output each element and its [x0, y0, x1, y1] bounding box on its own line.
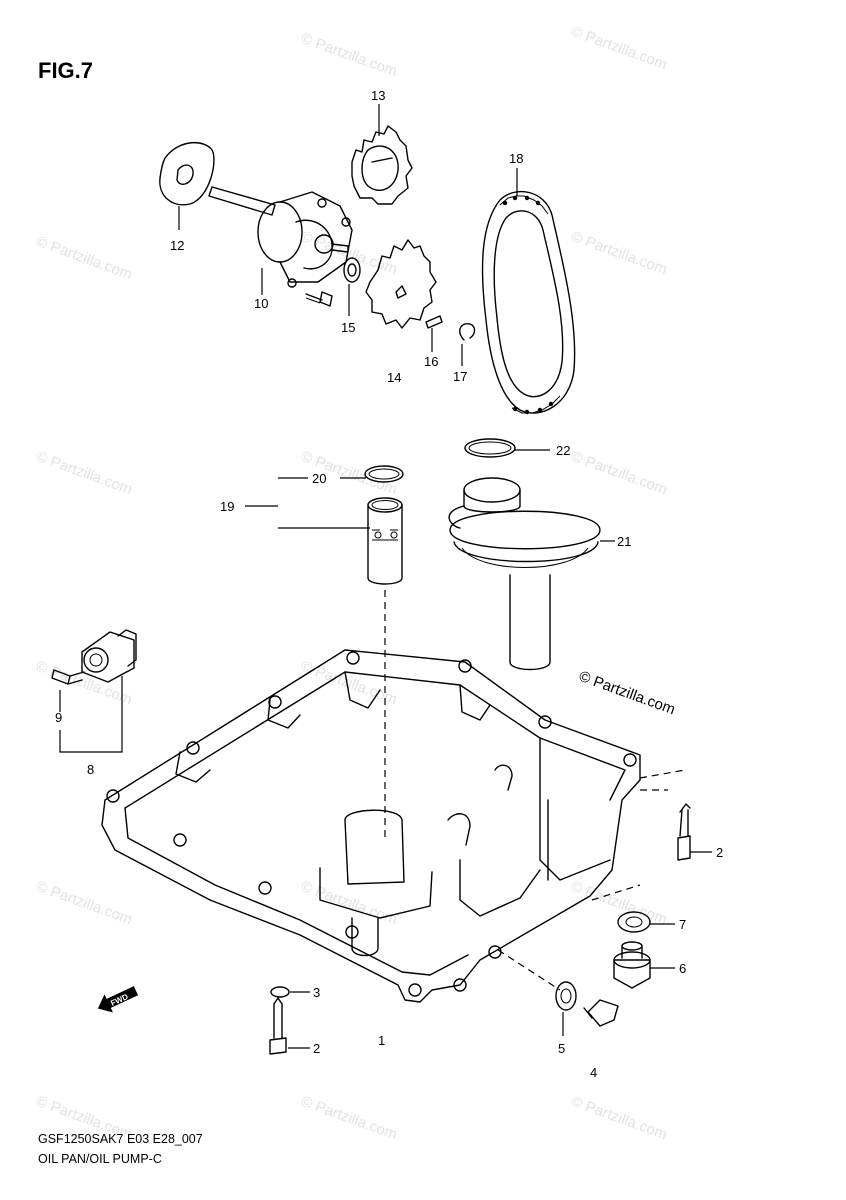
diagram-caption: OIL PAN/OIL PUMP-C: [38, 1152, 162, 1166]
drain-leader: [497, 949, 561, 991]
watermark: © Partzilla.com: [299, 658, 400, 709]
part-19-oil-pipe: [367, 497, 403, 585]
watermark: © Partzilla.com: [569, 228, 670, 279]
part-1-oil-pan: [101, 649, 641, 1003]
watermark: © Partzilla.com: [569, 448, 670, 499]
part-8-pressure-switch: [81, 629, 137, 683]
watermark: © Partzilla.com: [569, 23, 670, 74]
watermark: © Partzilla.com: [299, 1093, 400, 1144]
part-12-gasket: [159, 142, 215, 206]
callout-17: 17: [453, 369, 467, 384]
watermark: © Partzilla.com: [299, 878, 400, 929]
callout-19: 19: [220, 499, 234, 514]
part-10-oil-pump: [208, 186, 353, 288]
part-2-bolt: [677, 803, 691, 861]
callout-5: 5: [558, 1041, 565, 1056]
bracket-8-9: [59, 676, 123, 753]
front-direction-marker: FWD: [97, 986, 139, 1013]
callout-15: 15: [341, 320, 355, 335]
callout-4: 4: [590, 1065, 597, 1080]
part-18-chain: [481, 190, 576, 415]
part-15-washer: [343, 257, 361, 283]
part-16-key: [425, 315, 443, 329]
callout-1: 1: [378, 1033, 385, 1048]
callout-22: 22: [556, 443, 570, 458]
watermark-strong: © Partzilla.com: [577, 668, 678, 719]
part-17-circlip: [459, 323, 476, 341]
part-2-bolt: [269, 997, 287, 1055]
bolt-leader: [639, 769, 686, 779]
watermark: © Partzilla.com: [34, 233, 135, 284]
part-7-gasket: [617, 911, 651, 933]
callout-10: 10: [254, 296, 268, 311]
callout-2: 2: [313, 1041, 320, 1056]
callout-numbers: 13 12 10 15 16 14 17 18 22 20 19 21 9 8 …: [55, 88, 723, 1080]
callout-13: 13: [371, 88, 385, 103]
callout-9: 9: [55, 710, 62, 725]
part-3-washer: [270, 986, 290, 998]
callout-3: 3: [313, 985, 320, 1000]
watermark: © Partzilla.com: [569, 878, 670, 929]
front-marker-label: FWD: [109, 992, 130, 1008]
callout-21: 21: [617, 534, 631, 549]
callout-6: 6: [679, 961, 686, 976]
watermark: © Partzilla.com: [34, 878, 135, 929]
part-5-gasket: [555, 981, 577, 1011]
part-21-strainer: [448, 477, 601, 671]
callout-16: 16: [424, 354, 438, 369]
watermark: © Partzilla.com: [34, 448, 135, 499]
callout-12: 12: [170, 238, 184, 253]
watermark: © Partzilla.com: [299, 30, 400, 81]
callout-18: 18: [509, 151, 523, 166]
diagram-code: GSF1250SAK7 E03 E28_007: [38, 1132, 203, 1146]
callout-14: 14: [387, 370, 401, 385]
part-4-drain-plug: [583, 999, 619, 1027]
watermark: © Partzilla.com: [34, 658, 135, 709]
callout-2: 2: [716, 845, 723, 860]
callout-20: 20: [312, 471, 326, 486]
callout-8: 8: [87, 762, 94, 777]
oil-pump-assembly: [159, 125, 476, 341]
part-20-o-ring: [364, 465, 404, 483]
part-11-bolt: [305, 291, 333, 307]
leader-lines: [178, 104, 712, 1049]
callout-7: 7: [679, 917, 686, 932]
part-13-gear: [351, 125, 413, 205]
figure-title: FIG.7: [38, 58, 93, 83]
watermark-layer: © Partzilla.com © Partzilla.com © Partzi…: [34, 23, 678, 1144]
part-14-sprocket: [365, 239, 437, 329]
watermark: © Partzilla.com: [569, 1093, 670, 1144]
watermark: © Partzilla.com: [299, 228, 400, 279]
part-6-plug: [613, 941, 651, 989]
part-9-bolt: [51, 669, 85, 685]
part-22-o-ring: [464, 438, 516, 458]
plug-leader: [591, 884, 641, 901]
